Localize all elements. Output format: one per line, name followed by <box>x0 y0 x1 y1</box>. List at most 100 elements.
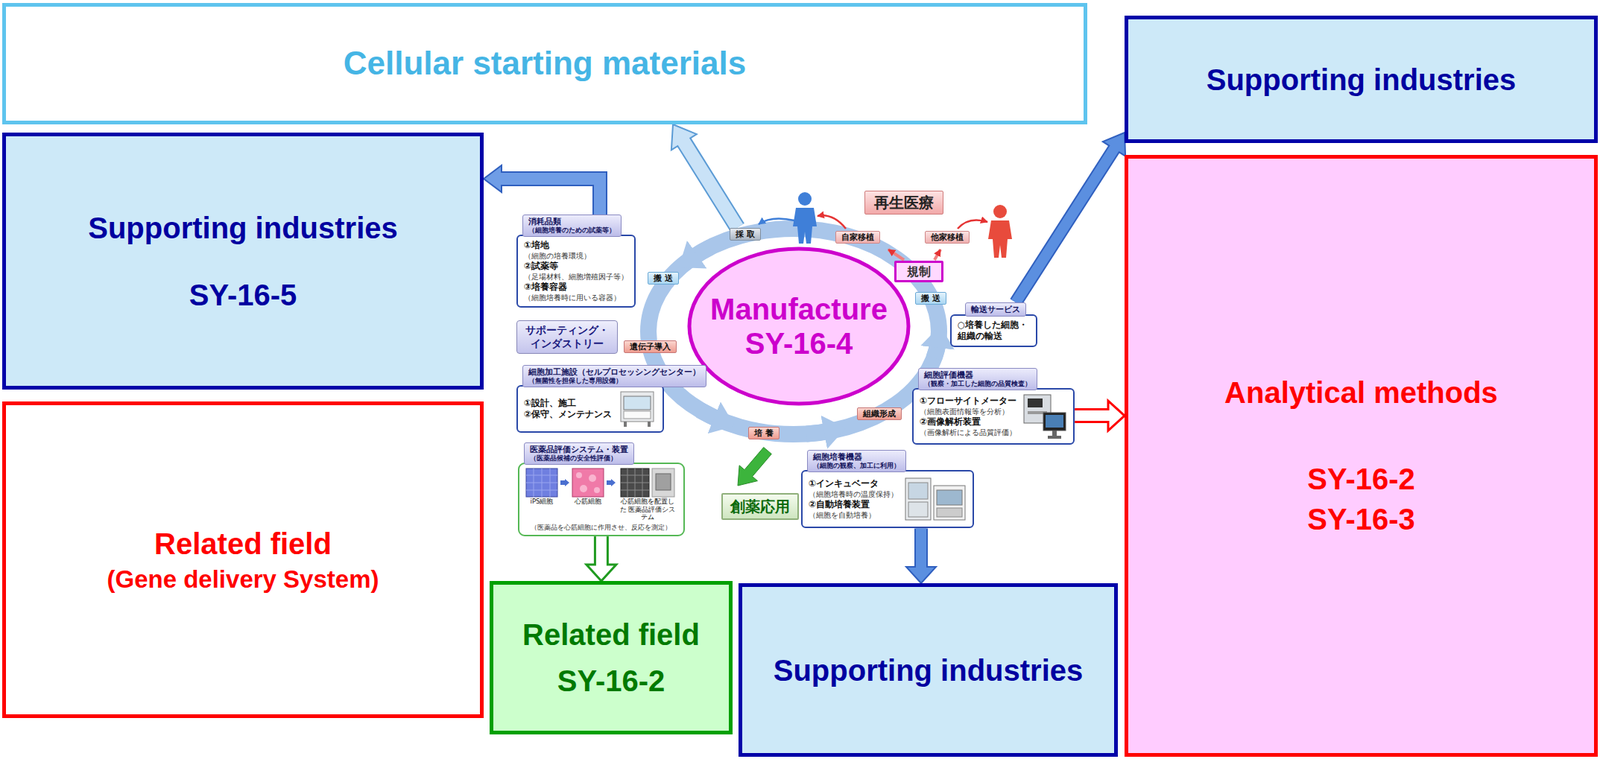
heading-text: 消耗品類 <box>528 216 616 227</box>
harvest-arrow <box>758 218 795 225</box>
heading-text: 輸送サービス <box>971 304 1021 315</box>
arrow-body <box>682 140 738 228</box>
facility-card: 細胞加工施設（セルプロセッシングセンター）（無菌性を担保した専用設備） ①設計、施… <box>516 365 707 433</box>
arrow-body <box>499 178 600 215</box>
figure-part <box>647 421 651 428</box>
flow-arrow <box>671 124 738 229</box>
ellipse-outline <box>687 246 911 407</box>
card-heading: 細胞評価機器（観察・加工した細胞の品質検査） <box>918 368 1038 391</box>
picture-column: 心筋細胞を配置した 医薬品評価システム <box>617 468 678 521</box>
flow-arrow <box>586 536 617 582</box>
equipment-card: 細胞培養機器（細胞の観察、加工に利用）①インキュベータ（細胞培養時の温度保持）②… <box>801 450 975 529</box>
person-head <box>993 204 1007 219</box>
figure-part <box>1047 435 1062 439</box>
arrow-head <box>1108 400 1125 431</box>
figure-part <box>572 468 604 498</box>
figure-part <box>905 478 931 521</box>
clean-bench-picture <box>617 390 657 428</box>
item-text: ○培養した細胞・ 組織の輸送 <box>957 319 1030 343</box>
analysis-box: Analytical methodsSY-16-2SY-16-3 <box>1124 155 1598 758</box>
item-note: （足場材料、細胞増殖因子等） <box>523 272 629 282</box>
picture-column: iPS細胞 <box>525 468 559 506</box>
flow-cytometer-picture <box>1022 393 1068 440</box>
figure-part <box>655 473 671 491</box>
label-tag: 搬 送 <box>915 292 947 305</box>
item-text: ②保守、メンテナンス <box>523 409 612 422</box>
arrow-body <box>596 536 607 568</box>
recipient-person <box>988 204 1013 258</box>
ring-arrow <box>933 340 939 359</box>
figure-part <box>620 468 650 498</box>
label-tag: 搬 送 <box>647 272 679 285</box>
heading-note: （無菌性を担保した専用設備） <box>528 377 701 386</box>
picture-caption: （医薬品を心筋細胞に作用させ、反応を測定） <box>530 523 672 532</box>
evaluation-card: 医薬品評価システム・装置（医薬品候補の安全性評価） iPS細胞 心筋細胞 心筋細… <box>517 442 685 537</box>
ring-arrow <box>806 430 832 434</box>
figure-part <box>606 479 616 487</box>
item-text: ②画像解析装置 <box>919 416 1017 429</box>
arrow-head <box>586 564 617 582</box>
box-code: SY-16-2 <box>1307 462 1416 497</box>
item-text: ①設計、施工 <box>523 397 612 410</box>
figure-part <box>652 468 675 498</box>
regulation-arrow <box>888 249 904 261</box>
figure-part <box>908 482 928 500</box>
item-list: ①設計、施工②保守、メンテナンス <box>523 397 612 422</box>
theme-tag: 再生医療 <box>864 190 944 215</box>
item-list: ○培養した細胞・ 組織の輸送 <box>957 319 1030 343</box>
card-body: ①インキュベータ（細胞培養時の温度保持）②自動培養装置（細胞を自動培養） <box>801 470 975 529</box>
person-body <box>988 220 1013 258</box>
picture-row: iPS細胞 心筋細胞 心筋細胞を配置した 医薬品評価システム <box>525 468 678 521</box>
tag-text: 他家移植 <box>930 232 964 243</box>
arrow-body <box>1015 146 1116 303</box>
item-text: ③培養容器 <box>523 281 629 294</box>
item-note: （細胞の培養環境） <box>523 251 629 261</box>
card-heading: 細胞加工施設（セルプロセッシングセンター）（無菌性を担保した専用設備） <box>522 365 707 388</box>
figure-part <box>526 468 558 498</box>
item-text: ①フローサイトメーター <box>919 395 1017 408</box>
box-title: Manufacture <box>710 292 888 327</box>
item-text: ①培地 <box>523 239 629 252</box>
picture-label: 心筋細胞を配置した 医薬品評価システム <box>617 497 678 521</box>
figure-part <box>1045 415 1064 428</box>
card-body: ○培養した細胞・ 組織の輸送 <box>950 314 1038 348</box>
card-body: iPS細胞 心筋細胞 心筋細胞を配置した 医薬品評価システム （医薬品を心筋細胞に… <box>517 462 685 537</box>
application-arrow <box>737 447 772 487</box>
figure-part <box>526 468 558 498</box>
incubator-picture <box>903 475 967 524</box>
arrow-head <box>483 165 502 193</box>
figure-part <box>936 508 963 518</box>
ellipse-shape <box>689 248 909 404</box>
box-code: SY-16-4 <box>745 326 854 361</box>
transplant-arrow <box>957 219 988 229</box>
item-note: （細胞培養時に用いる容器） <box>523 293 629 303</box>
tag-text: 組織形成 <box>862 409 896 419</box>
industry-box: Supporting industriesSY-16-5 <box>2 132 484 390</box>
card-heading: 細胞培養機器（細胞の観察、加工に利用） <box>807 450 907 473</box>
small-arrow <box>560 479 570 487</box>
figure-part <box>936 490 963 506</box>
region-box: Cellular starting materials <box>2 2 1088 125</box>
box-title: Supporting industries <box>87 210 398 246</box>
box-code: SY-16-2 <box>557 663 666 699</box>
heading-note: （観察・加工した細胞の品質検査） <box>924 380 1032 389</box>
label-tag: 遺伝子導入 <box>623 340 677 354</box>
service-card: 輸送サービス ○培養した細胞・ 組織の輸送 <box>950 302 1038 348</box>
label-tag: 採 取 <box>729 228 761 241</box>
arrow-head <box>906 567 937 584</box>
figure-part <box>620 468 650 498</box>
tag-text: 搬 送 <box>921 293 941 304</box>
tag-text: サポーティング・ インダストリー <box>523 324 612 351</box>
tag-text: 採 取 <box>735 229 755 240</box>
tag-text: 遺伝子導入 <box>629 342 671 352</box>
figure-part <box>1027 398 1043 408</box>
box-title: Related field <box>522 617 700 653</box>
item-note: （画像解析による品質評価） <box>919 428 1017 438</box>
figure-part <box>1043 412 1066 431</box>
picture-label: 心筋細胞 <box>574 497 602 506</box>
heading-text: 細胞評価機器 <box>924 370 1032 381</box>
box-title: Analytical methods <box>1224 375 1498 410</box>
application-tag: 創薬応用 <box>721 493 799 521</box>
supply-card: 消耗品類（細胞培養のための試薬等）①培地（細胞の培養環境）②試薬等（足場材料、細… <box>516 214 636 308</box>
item-note: （細胞を自動培養） <box>808 511 898 521</box>
